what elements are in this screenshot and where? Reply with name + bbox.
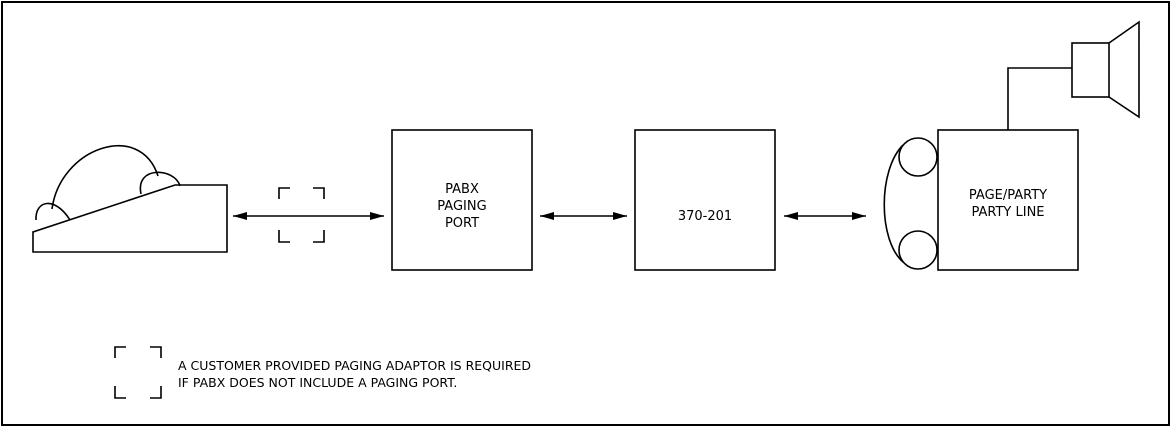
adaptor-placeholder-icon xyxy=(278,187,325,243)
pabx-label-line2: PAGING xyxy=(437,199,486,214)
speaker-wire xyxy=(1007,67,1072,130)
speaker-icon xyxy=(1071,20,1140,119)
interface-label: 370-201 xyxy=(678,209,732,224)
page-party-label-line2: PARTY LINE xyxy=(971,205,1044,220)
interface-370-201-block: 370-201 xyxy=(634,129,776,271)
page-party-line-block: PAGE/PARTY PARTY LINE xyxy=(937,129,1079,271)
handset-icon xyxy=(883,137,938,270)
page-party-label-line1: PAGE/PARTY xyxy=(969,188,1047,203)
legend-note-line1: A CUSTOMER PROVIDED PAGING ADAPTOR IS RE… xyxy=(178,358,531,373)
telephone-set-icon xyxy=(32,145,228,253)
legend-note-line2: IF PABX DOES NOT INCLUDE A PAGING PORT. xyxy=(178,375,457,390)
legend-adaptor-placeholder-icon xyxy=(114,346,162,399)
pabx-paging-port-block: PABX PAGING PORT xyxy=(391,129,533,271)
pabx-label-line1: PABX xyxy=(445,182,479,197)
pabx-label-line3: PORT xyxy=(445,216,479,231)
